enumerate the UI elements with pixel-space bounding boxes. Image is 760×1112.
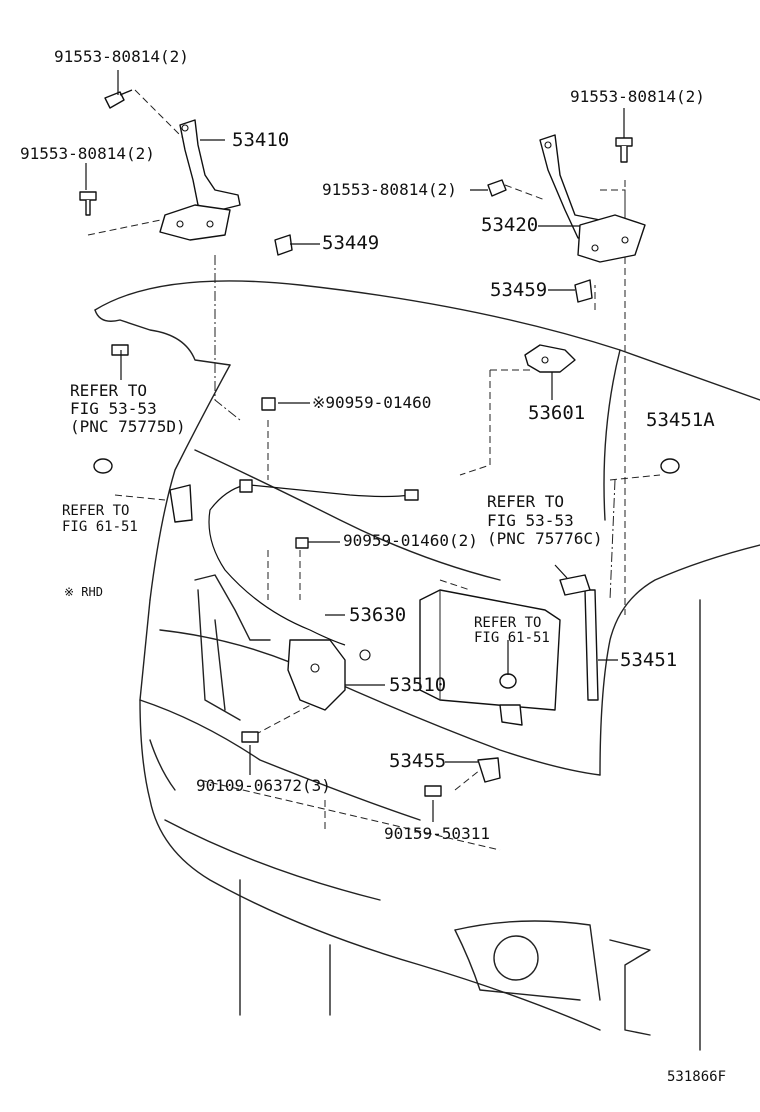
refer-right-fig-line2: FIG 53-53 [487, 511, 574, 530]
hinge-lh-drawing [159, 119, 241, 241]
dashed-guides [87, 89, 661, 851]
hinge-rh-drawing [539, 134, 646, 263]
label-hood-stay: 53451 [620, 649, 678, 671]
label-cushion-rh: 53459 [490, 279, 548, 301]
release-cable-drawing [208, 397, 419, 661]
cushions [274, 234, 593, 303]
refer-right-fig-line3: (PNC 75776C) [487, 529, 603, 548]
refer-left-61-line1: REFER TO [62, 503, 130, 519]
label-support-cushion: 53451A [646, 409, 715, 431]
battery-box [419, 589, 561, 711]
refer-center-61-line1: REFER TO [474, 615, 542, 631]
refer-left-61-line2: FIG 61-51 [62, 519, 138, 535]
leader-lines [85, 70, 625, 822]
bolts [79, 89, 633, 797]
label-clip-cable-upper: ※90959-01460 [312, 393, 432, 412]
label-lock-bolt: 90109-06372(3) [196, 776, 331, 795]
refer-right-fig-line1: REFER TO [487, 492, 565, 511]
label-bolt-hinge-r-left: 91553-80814(2) [322, 180, 457, 199]
latch-lever-drawing [524, 344, 576, 373]
label-hinge-lh: 53410 [232, 129, 290, 151]
label-cushion-lh: 53449 [322, 232, 380, 254]
refer-center-61-line2: FIG 61-51 [474, 630, 550, 646]
label-hood-latch-lever: 53601 [528, 402, 586, 424]
label-release-cable: 53630 [349, 604, 407, 626]
stay-holder-drawing [477, 704, 523, 783]
hood-stay-drawing [559, 574, 599, 701]
refer-left-fig-line1: REFER TO [70, 381, 148, 400]
label-bolt-hinge-l-lower: 91553-80814(2) [20, 144, 155, 163]
label-holder-bolt: 90159-50311 [384, 824, 490, 843]
label-hinge-rh: 53420 [481, 214, 539, 236]
label-hood-lock: 53510 [389, 674, 447, 696]
hood-lock-drawing [287, 639, 346, 711]
label-bolt-hinge-l-upper: 91553-80814(2) [54, 47, 189, 66]
refer-left-fig-line3: (PNC 75775D) [70, 417, 186, 436]
label-bolt-hinge-r-right: 91553-80814(2) [570, 87, 705, 106]
support-cushion-drawing [93, 458, 680, 689]
label-stay-holder: 53455 [389, 750, 447, 772]
label-clip-cable-lower: 90959-01460(2) [343, 531, 478, 550]
rhd-note: ※ RHD [64, 585, 103, 599]
figure-code: 531866F [667, 1069, 727, 1085]
refer-left-parts [111, 344, 193, 523]
refer-left-fig-line2: FIG 53-53 [70, 399, 157, 418]
vehicle-body-outline [94, 280, 760, 1051]
